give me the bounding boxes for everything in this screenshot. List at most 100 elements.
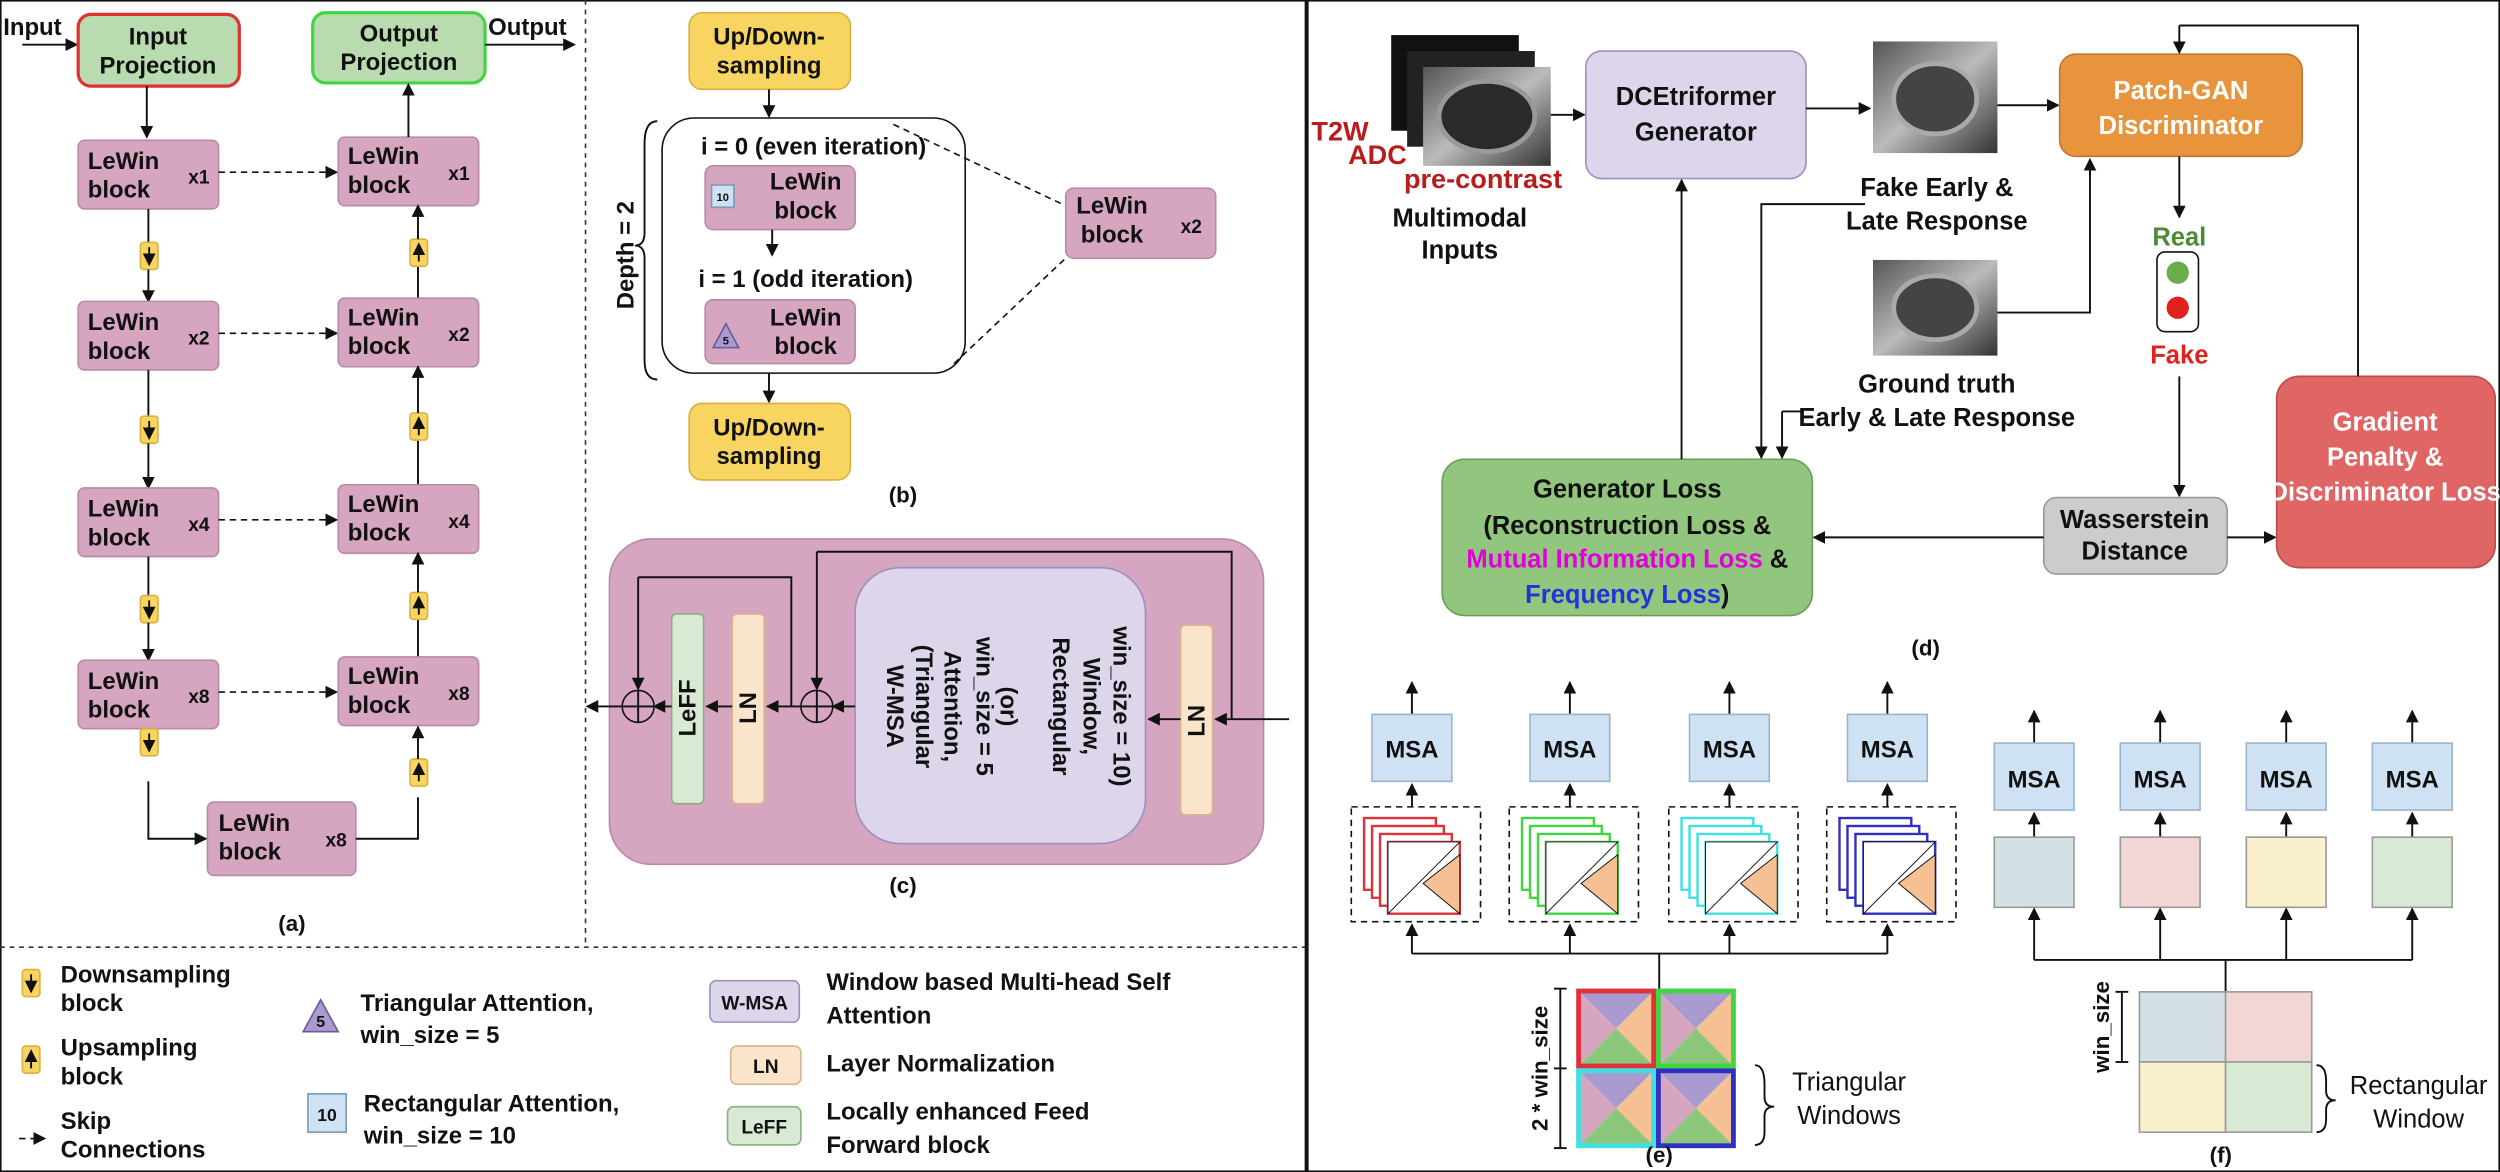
odd-iteration-label: i = 1 (odd iteration): [698, 266, 913, 293]
ln-label-1: LN: [735, 692, 762, 724]
decoder-mult: x4: [448, 512, 470, 533]
caption-f: (f): [2210, 1142, 2232, 1167]
gen-loss-line4: Frequency Loss): [1525, 581, 1729, 609]
legend-tri: Triangular Attention,win_size = 5: [360, 990, 594, 1049]
input-projection-box: [76, 12, 241, 88]
window-group: [1825, 806, 1957, 923]
decoder-lewin-block: [337, 483, 480, 555]
real-light-icon: [2166, 261, 2189, 284]
gen-loss-line3: Mutual Information Loss &: [1466, 546, 1788, 574]
msa-label: MSA: [1861, 736, 1914, 763]
output-projection-box: [311, 11, 487, 85]
updown-bottom-label: Up/Down-sampling: [713, 414, 825, 470]
rectangular-patch: [2119, 836, 2201, 909]
legend-tri-badge: 5: [316, 1014, 325, 1031]
adc-label: ADC: [1348, 139, 1407, 170]
fake-light-icon: [2166, 296, 2189, 319]
encoder-mult: x2: [188, 328, 209, 349]
gt-anatomy: [1891, 273, 1980, 343]
gen-loss-line1: Generator Loss: [1533, 476, 1722, 504]
wmsa-text-line: Window,: [1077, 658, 1104, 755]
rect-badge-icon: [307, 1093, 347, 1133]
fake-label: Fake: [2150, 342, 2208, 370]
rectangular-window-cell: [2224, 1061, 2313, 1133]
msa-label: MSA: [2260, 767, 2313, 794]
lewin-even-box: [704, 165, 856, 231]
depth-brace: [634, 120, 658, 381]
legend-rect-badge: 10: [317, 1105, 337, 1125]
caption-e: (e): [1646, 1142, 1673, 1167]
badge-10-text: 10: [717, 192, 729, 204]
freq-loss-text: Frequency Loss: [1525, 581, 1721, 609]
legend-wmsa-badge: W-MSA: [721, 993, 788, 1014]
msa-box: [1846, 713, 1929, 783]
msa-label: MSA: [2008, 767, 2061, 794]
wmsa-text-line: Attention,: [938, 651, 965, 763]
updown-bottom-box: [688, 402, 852, 481]
triangular-window-cell: [1576, 988, 1657, 1069]
decoder-lewin-block: [337, 656, 480, 727]
rectangular-window-cell: [2138, 1061, 2227, 1133]
msa-box: [2245, 742, 2327, 811]
triangular-window-cell: [1656, 988, 1736, 1069]
even-iteration-label: i = 0 (even iteration): [701, 134, 926, 161]
caption-c: (c): [889, 873, 916, 898]
output-label: Output: [488, 14, 566, 41]
real-label: Real: [2152, 224, 2206, 252]
leff-badge-icon: [726, 1105, 802, 1146]
decoder-mult: x8: [448, 684, 470, 705]
rect-attention-badge: [710, 184, 735, 209]
msa-box: [1529, 713, 1611, 783]
rectangular-window-cell: [2224, 991, 2313, 1063]
msa-box: [2371, 742, 2453, 811]
encoder-mult: x1: [188, 167, 210, 188]
precontrast-label: pre-contrast: [1404, 163, 1562, 194]
encoder-mult: x8: [188, 687, 210, 708]
msa-label: MSA: [1543, 736, 1596, 763]
triangle-window: [1739, 853, 1778, 915]
wmsa-text-line: Rectangular: [1047, 637, 1074, 775]
msa-label: MSA: [1703, 736, 1756, 763]
triangle-window: [1422, 853, 1461, 915]
decoder-mult: x2: [448, 325, 469, 346]
badge-5-text: 5: [723, 335, 729, 347]
generator-box: [1585, 50, 1807, 180]
leff-label: LeFF: [675, 679, 702, 736]
mi-loss-text: Mutual Information Loss: [1466, 546, 1762, 574]
encoder-mult: x4: [188, 515, 210, 536]
fake-response-label: Fake Early &Late Response: [1846, 174, 2028, 235]
msa-label: MSA: [1385, 736, 1438, 763]
discriminator-box: [2058, 53, 2303, 158]
updown-top-label: Up/Down-sampling: [713, 24, 825, 80]
caption-d: (d): [1911, 635, 1940, 660]
caption-a: (a): [278, 911, 305, 936]
msa-box: [1688, 713, 1771, 783]
triangular-window-cell: [1576, 1068, 1657, 1149]
gradient-penalty-box: [2275, 375, 2497, 569]
lewin-odd-box: [704, 298, 856, 365]
wmsa-text-line: (or): [994, 686, 1021, 726]
triangle-badge-icon: [301, 998, 340, 1033]
